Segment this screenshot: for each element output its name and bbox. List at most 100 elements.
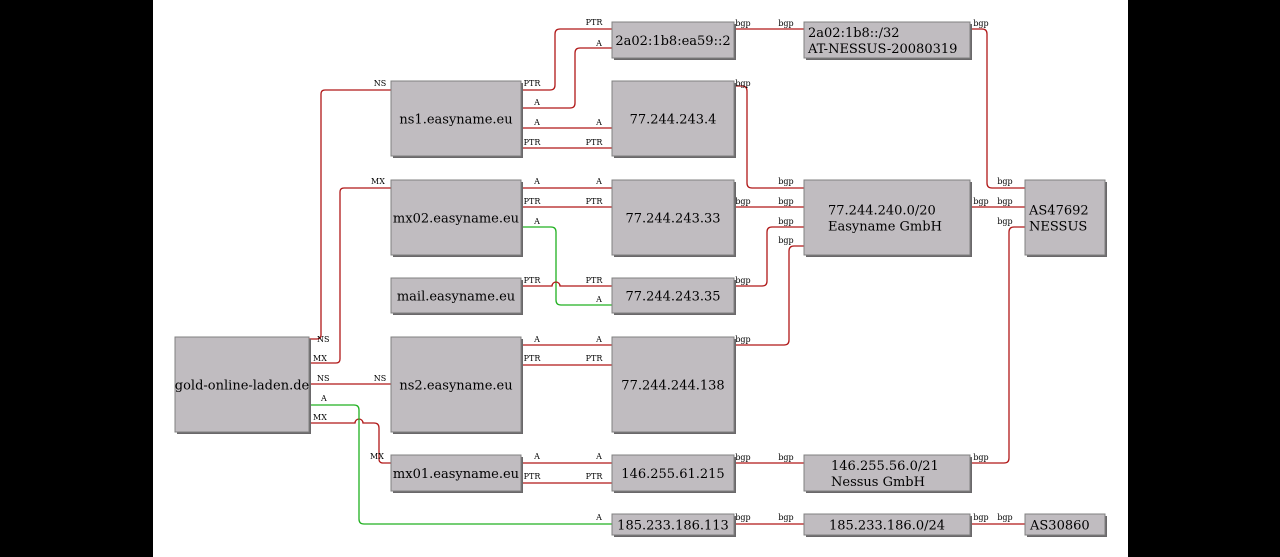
edge-label-a: A [533,118,540,127]
edge-label-ptr: PTR [524,79,542,88]
node-box [611,80,735,157]
edge-label-ptr: PTR [524,276,542,285]
edge-ip4a-neteasy-bgp [734,85,804,189]
node-label: ns1.easyname.eu [399,113,512,128]
edge-label-bgp: bgp [997,197,1012,206]
edge-label-ns: NS [374,79,386,88]
node-box [611,21,735,59]
node-domain[interactable]: gold-online-laden.de [174,336,311,434]
node-as30860[interactable]: AS30860 [1024,513,1107,537]
node-label: Nessus GmbH [831,475,925,490]
node-mx01[interactable]: mx01.easyname.eu [390,454,523,493]
edge-label-a: A [533,335,540,344]
node-box [611,513,735,536]
edge-label-ns: NS [317,374,329,383]
edge-label-bgp: bgp [735,453,750,462]
edge-ns1-ip6-ptr [521,28,612,91]
edge-label-ptr: PTR [586,138,604,147]
node-ip4d[interactable]: 77.244.244.138 [611,336,736,434]
edge-label-bgp: bgp [778,19,793,28]
edge-label-a: A [533,177,540,186]
node-box [611,277,735,314]
edges [309,28,1025,525]
edge-label-ptr: PTR [524,138,542,147]
node-box [611,336,735,433]
edge-label-ptr: PTR [586,18,604,27]
node-label: 146.255.61.215 [621,467,724,482]
edge-label-bgp: bgp [735,79,750,88]
node-ip4e[interactable]: 146.255.61.215 [611,454,736,493]
edge-mail-ip4c-ptr [521,281,612,287]
node-ip6[interactable]: 2a02:1b8:ea59::2 [611,21,736,60]
node-box [803,21,971,59]
edge-label-mx: MX [370,452,384,461]
edge-mx02-ip4c-a [521,226,612,306]
edge-domain-mx02-mx [309,187,391,364]
edge-label-bgp: bgp [735,19,750,28]
edge-label-mx: MX [313,354,327,363]
node-box [803,454,971,492]
node-label: mx02.easyname.eu [393,212,519,227]
edge-label-bgp: bgp [778,236,793,245]
node-label: mx01.easyname.eu [393,467,519,482]
node-ns2[interactable]: ns2.easyname.eu [390,336,523,434]
edge-label-ptr: PTR [524,472,542,481]
node-mx02[interactable]: mx02.easyname.eu [390,179,523,257]
edge-label-ptr: PTR [524,354,542,363]
node-label: gold-online-laden.de [175,379,310,394]
edge-label-a: A [595,335,602,344]
edge-label-a: A [595,295,602,304]
node-ip4c[interactable]: 77.244.243.35 [611,277,736,315]
node-ip4b[interactable]: 77.244.243.33 [611,179,736,257]
edge-label-a: A [595,452,602,461]
node-ip4f[interactable]: 185.233.186.113 [611,513,736,537]
edge-label-a: A [595,39,602,48]
node-mail[interactable]: mail.easyname.eu [390,277,523,315]
edge-label-ptr: PTR [586,276,604,285]
node-box [390,277,522,314]
node-label: 77.244.240.0/20 [828,204,936,219]
edge-label-bgp: bgp [973,453,988,462]
node-label: AS30860 [1029,519,1090,534]
node-ip4a[interactable]: 77.244.243.4 [611,80,736,158]
edge-domain-ip4f-a [309,404,612,525]
edge-label-ptr: PTR [586,197,604,206]
edge-label-ptr: PTR [524,197,542,206]
node-label: 146.255.56.0/21 [831,459,939,474]
node-label: 77.244.243.35 [625,290,720,305]
node-label: AT-NESSUS-20080319 [807,42,957,57]
node-box [390,179,522,256]
edge-label-bgp: bgp [997,217,1012,226]
node-box [390,80,522,157]
edge-label-ptr: PTR [586,472,604,481]
edge-label-bgp: bgp [973,197,988,206]
node-box [1024,513,1106,536]
edge-label-bgp: bgp [997,513,1012,522]
edge-ip4d-neteasy-bgp [734,245,804,346]
node-box [611,454,735,492]
edge-label-ns: NS [374,374,386,383]
node-net_185[interactable]: 185.233.186.0/24 [803,513,972,537]
node-label: 185.233.186.113 [617,519,729,534]
node-label: 2a02:1b8::/32 [808,26,900,41]
node-box [390,454,522,492]
edge-label-bgp: bgp [997,177,1012,186]
edge-label-bgp: bgp [973,19,988,28]
node-ns1[interactable]: ns1.easyname.eu [390,80,523,158]
node-label: mail.easyname.eu [397,290,515,305]
edge-label-bgp: bgp [778,513,793,522]
node-box [803,179,971,256]
node-box [1024,179,1106,256]
edge-label-ptr: PTR [586,354,604,363]
edge-label-bgp: bgp [735,276,750,285]
edge-ns1-ip6-a [521,47,612,109]
node-box [390,336,522,433]
